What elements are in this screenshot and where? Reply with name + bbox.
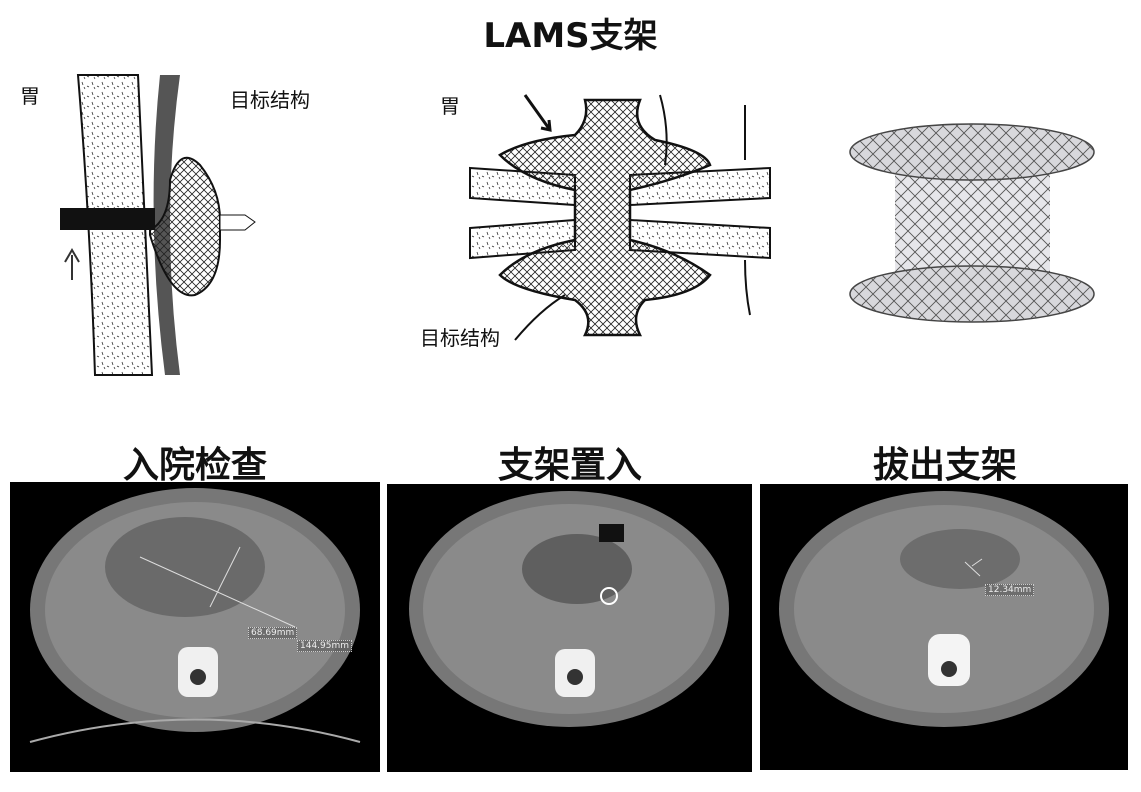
caption-stent-removal: 拔出支架 [872,445,1017,486]
ct-scan-admission: 68.69mm 144.95mm [10,482,380,772]
caption-admission-exam: 入院检查 [122,445,267,486]
lams-schematic-side: 胃 目标结构 [20,70,350,380]
stomach-label: 胃 [440,94,460,118]
lams-stent-image [849,123,1095,323]
target-structure-label: 目标结构 [420,326,500,350]
stent-crosssection-diagram [469,94,771,341]
ct-scan-stent-placement [387,484,752,772]
caption-stent-placement: 支架置入 [497,445,642,486]
figure-title: LAMS支架 [483,16,658,56]
stomach-label: 胃 [20,84,40,108]
ct-image [409,491,729,727]
ct-image [779,491,1109,727]
target-structure-label: 目标结构 [230,88,310,112]
measurement-label: 12.34mm [985,584,1035,596]
measurement-label: 68.69mm [248,627,298,639]
measurement-label: 144.95mm [297,640,353,652]
lams-schematic-cross: 胃 目标结构 [415,80,785,355]
stent-wall-diagram [60,74,256,376]
ct-scan-stent-removal: 12.34mm [760,484,1128,770]
ct-image [29,488,361,743]
